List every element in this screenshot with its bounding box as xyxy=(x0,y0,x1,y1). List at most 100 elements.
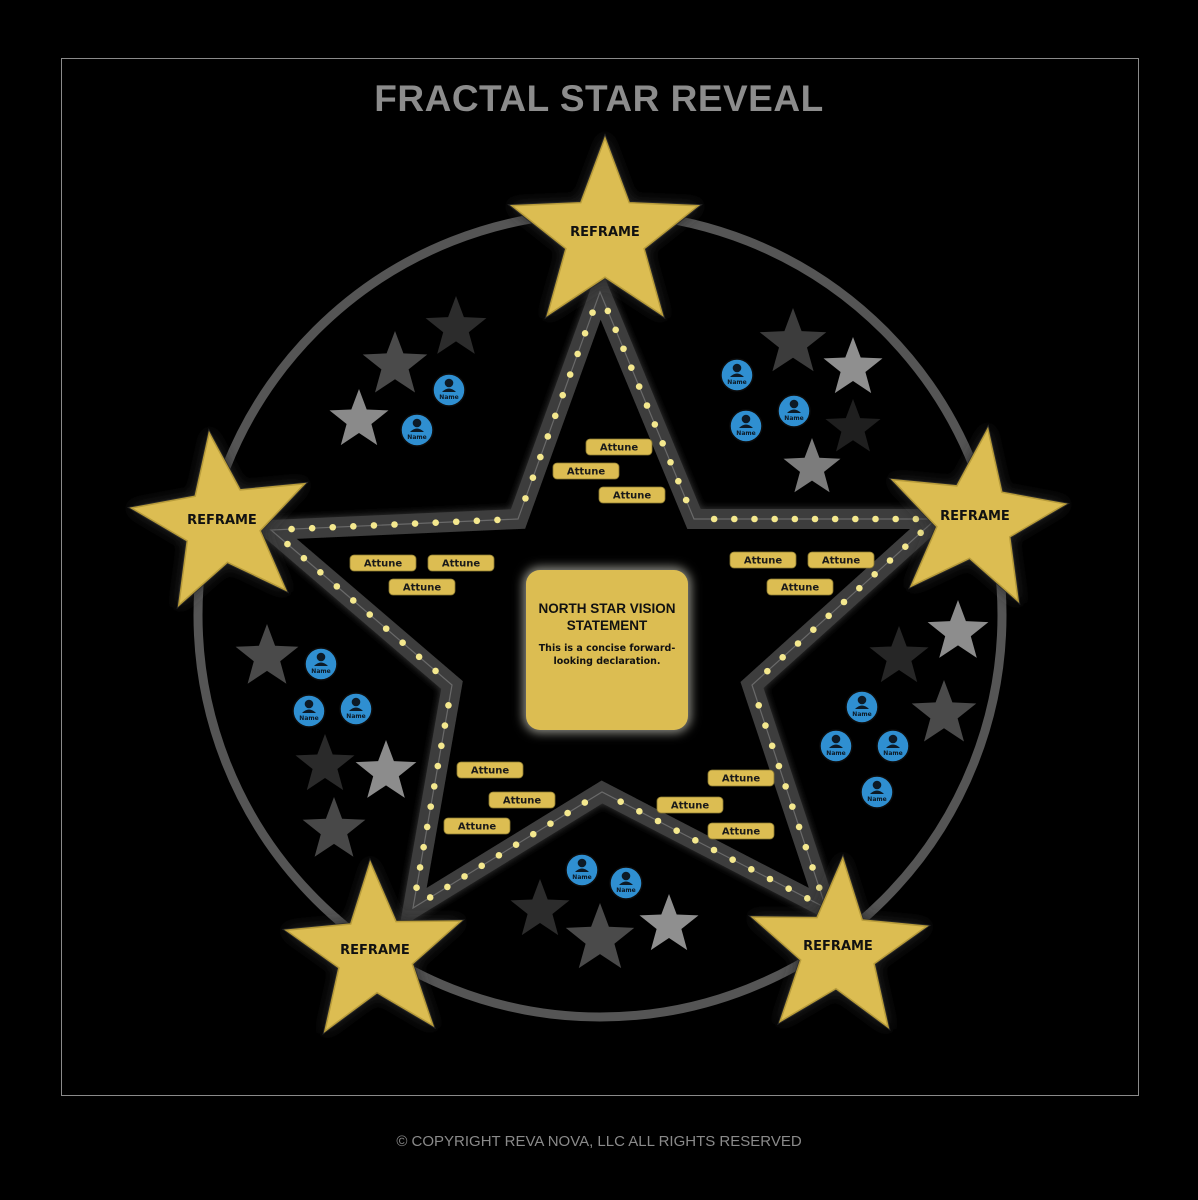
marquee-bulb xyxy=(432,667,439,675)
decorative-star xyxy=(295,734,355,791)
attune-label: Attune xyxy=(781,583,820,594)
page-title: FRACTAL STAR REVEAL xyxy=(374,78,824,119)
person-icon xyxy=(621,871,631,881)
avatar-name-label: Name xyxy=(299,715,318,722)
attune-label: Attune xyxy=(671,801,710,812)
avatar-name-label: Name xyxy=(867,796,886,803)
avatar-name-label: Name xyxy=(346,713,365,720)
decorative-star xyxy=(510,879,570,936)
marquee-bulb xyxy=(912,515,920,523)
attune-label: Attune xyxy=(403,583,442,594)
decorative-star xyxy=(869,626,929,683)
marquee-bulb xyxy=(574,350,581,358)
marquee-bulb xyxy=(804,895,811,902)
marquee-bulb xyxy=(317,568,324,576)
person-icon xyxy=(619,881,633,885)
marquee-bulb xyxy=(785,885,792,892)
marquee-bulb xyxy=(411,520,419,527)
decorative-star xyxy=(565,903,635,969)
marquee-bulb xyxy=(791,515,799,523)
person-icon xyxy=(304,699,314,709)
marquee-bulb xyxy=(682,496,690,504)
attune-tag: Attune xyxy=(349,554,417,572)
marquee-bulb xyxy=(350,523,357,530)
marquee-bulb xyxy=(564,809,571,817)
marquee-bulb xyxy=(445,701,452,709)
marquee-bulb xyxy=(581,329,589,337)
person-icon xyxy=(886,744,900,748)
marquee-bulb xyxy=(288,525,295,533)
marquee-bulb xyxy=(840,598,848,606)
marquee-bulb xyxy=(370,522,378,529)
person-icon xyxy=(829,744,843,748)
marquee-bulb xyxy=(559,391,567,399)
attune-tag: Attune xyxy=(552,462,620,480)
reframe-star: REFRAME xyxy=(888,424,1071,606)
marquee-bulb xyxy=(635,383,643,390)
attune-label: Attune xyxy=(442,559,481,570)
marquee-bulb xyxy=(748,866,755,873)
marquee-bulb xyxy=(547,820,554,827)
person-icon xyxy=(732,363,742,373)
marquee-bulb xyxy=(423,823,431,831)
person-icon xyxy=(741,414,751,424)
attune-label: Attune xyxy=(364,559,403,570)
marquee-bulb xyxy=(794,640,802,647)
marquee-bulb xyxy=(399,639,406,647)
north-star-vision-box: NORTH STAR VISION STATEMENT This is a co… xyxy=(526,570,688,730)
member-avatar: Name xyxy=(292,694,326,728)
marquee-bulb xyxy=(782,783,789,790)
marquee-bulb xyxy=(589,309,596,316)
marquee-bulb xyxy=(902,543,909,550)
reframe-star: REFRAME xyxy=(281,857,466,1035)
marquee-bulb xyxy=(529,474,537,482)
marquee-bulb xyxy=(731,515,738,523)
person-icon xyxy=(302,709,316,713)
marquee-bulb xyxy=(461,873,468,880)
marquee-bulb xyxy=(604,307,612,315)
marquee-bulb xyxy=(673,827,680,834)
marquee-bulb xyxy=(789,803,796,810)
marquee-bulb xyxy=(551,412,559,420)
marquee-bulb xyxy=(768,742,776,750)
marquee-bulb xyxy=(852,515,859,523)
member-avatar: Name xyxy=(860,775,894,809)
marquee-bulb xyxy=(809,864,816,871)
marquee-bulb xyxy=(636,808,643,815)
outer-frame xyxy=(61,58,1139,1096)
marquee-bulb xyxy=(612,326,619,334)
attune-tag: Attune xyxy=(488,791,556,809)
marquee-bulb xyxy=(581,799,589,806)
vision-text: This is a concise forward-looking declar… xyxy=(538,643,676,667)
decorative-star xyxy=(425,296,487,354)
attune-label: Attune xyxy=(744,556,783,567)
marquee-bulb xyxy=(651,421,659,428)
marquee-bulb xyxy=(329,523,337,531)
reframe-label: REFRAME xyxy=(803,939,873,954)
marquee-bulb xyxy=(667,458,674,466)
attune-label: Attune xyxy=(613,491,652,502)
decorative-star xyxy=(825,399,881,452)
member-avatar: Name xyxy=(432,373,466,407)
avatar-name-label: Name xyxy=(407,434,426,441)
decorative-star xyxy=(911,680,977,742)
marquee-bulb xyxy=(886,557,894,564)
marquee-bulb xyxy=(432,519,439,526)
person-icon xyxy=(855,705,869,709)
member-avatar: Name xyxy=(777,394,811,428)
attune-label: Attune xyxy=(822,556,861,567)
marquee-bulb xyxy=(810,626,817,633)
person-icon xyxy=(351,697,361,707)
marquee-bulb xyxy=(434,762,442,770)
reframe-star-shape xyxy=(509,135,701,318)
marquee-bulb xyxy=(643,402,651,409)
person-icon xyxy=(739,424,753,428)
marquee-bulb xyxy=(795,823,803,831)
attune-tag: Attune xyxy=(456,761,524,779)
decorative-star xyxy=(823,337,883,394)
attune-tag: Attune xyxy=(388,578,456,596)
marquee-bulb xyxy=(871,571,878,578)
person-icon xyxy=(410,428,424,432)
person-icon xyxy=(442,388,456,392)
marquee-bulb xyxy=(495,851,503,859)
